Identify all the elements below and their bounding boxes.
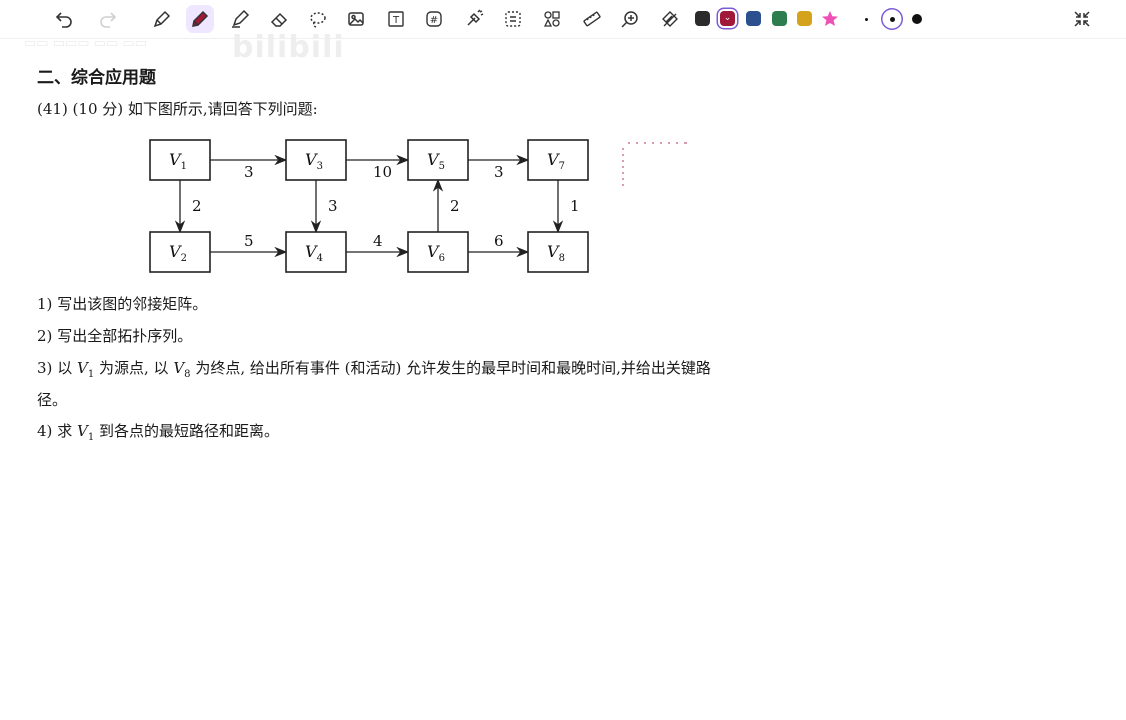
color-swatch-green[interactable] [772,11,787,26]
color-swatch-black[interactable] [695,11,710,26]
graph-edge-weight: 3 [328,197,338,215]
graph-node-v5: V5 [407,139,469,181]
graph-edge-weight: 4 [373,232,383,250]
question-item-3-continuation: 径。 [37,391,68,409]
graph-node-v7: V7 [527,139,589,181]
graph-edge-weight: 2 [450,197,460,215]
stamp-icon[interactable] [656,5,684,33]
hashtag-icon[interactable]: # [420,5,448,33]
text-tool-icon[interactable]: T [382,5,410,33]
graph-node-subscript: 7 [559,161,565,172]
chevron-down-icon: ⌄ [723,13,732,23]
question-item-3: 3) 以 V1 为源点, 以 V8 为终点, 给出所有事件 (和活动) 允许发生… [37,359,711,380]
pen-icon[interactable] [148,5,176,33]
question-item-4: 4) 求 V1 到各点的最短路径和距离。 [37,422,279,443]
redo-icon[interactable] [94,5,122,33]
svg-text:#: # [430,15,438,26]
graph-edge-weight: 10 [373,163,392,181]
section-title: 二、综合应用题 [37,68,156,88]
graph-node-subscript: 2 [181,253,187,264]
graph-node-subscript: 6 [439,253,445,264]
stroke-size-medium[interactable] [881,8,903,30]
stroke-size-large[interactable] [906,8,928,30]
toolbar: T # ⌄ [0,0,1126,39]
stroke-size-small[interactable] [855,8,877,30]
math-v1: V1 [76,422,95,443]
ruler-icon[interactable] [578,5,606,33]
graph-node-subscript: 5 [439,161,445,172]
graph-edge-weight: 6 [494,232,504,250]
graph-edge-weight: 2 [192,197,202,215]
collapse-icon[interactable] [1068,5,1096,33]
bilibili-watermark: bilibili [232,30,345,65]
graph-node-v4: V4 [285,231,347,273]
star-icon[interactable] [816,5,844,33]
graph-edge-weight: 1 [570,197,580,215]
lasso-icon[interactable] [304,5,332,33]
graph-node-v2: V2 [149,231,211,273]
graph-edge-weight: 3 [494,163,504,181]
question-item-2: 2) 写出全部拓扑序列。 [37,327,193,345]
graph-node-subscript: 3 [317,161,323,172]
graph-edge-weight: 3 [244,163,254,181]
graph-node-subscript: 1 [181,161,187,172]
graph-node-v3: V3 [285,139,347,181]
laser-pointer-icon[interactable] [460,5,488,33]
selection-icon[interactable] [499,5,527,33]
math-v-sink: V8 [173,359,191,380]
question-item-1: 1) 写出该图的邻接矩阵。 [37,295,208,313]
image-icon[interactable] [342,5,370,33]
graph-edge-weight: 5 [244,232,254,250]
undo-icon[interactable] [50,5,78,33]
graph-node-v8: V8 [527,231,589,273]
question-intro: (41) (10 分) 如下图所示,请回答下列问题: [37,100,318,118]
svg-text:T: T [392,15,400,26]
highlighter-icon[interactable] [226,5,254,33]
faint-background-artifact: ▭▭ ▭▭▭ ▭▭ ▭▭ [24,36,147,51]
graph-node-v6: V6 [407,231,469,273]
graph-node-subscript: 8 [559,253,565,264]
graph-node-subscript: 4 [317,253,323,264]
graph-node-v1: V1 [149,139,211,181]
zoom-icon[interactable] [616,5,644,33]
color-swatch-red[interactable]: ⌄ [720,11,735,26]
color-swatch-yellow[interactable] [797,11,812,26]
pen-scribble-mark [622,142,687,186]
color-swatch-blue[interactable] [746,11,761,26]
math-v-source: V1 [76,359,95,380]
pencil-icon[interactable] [186,5,214,33]
eraser-icon[interactable] [265,5,293,33]
shapes-icon[interactable] [538,5,566,33]
